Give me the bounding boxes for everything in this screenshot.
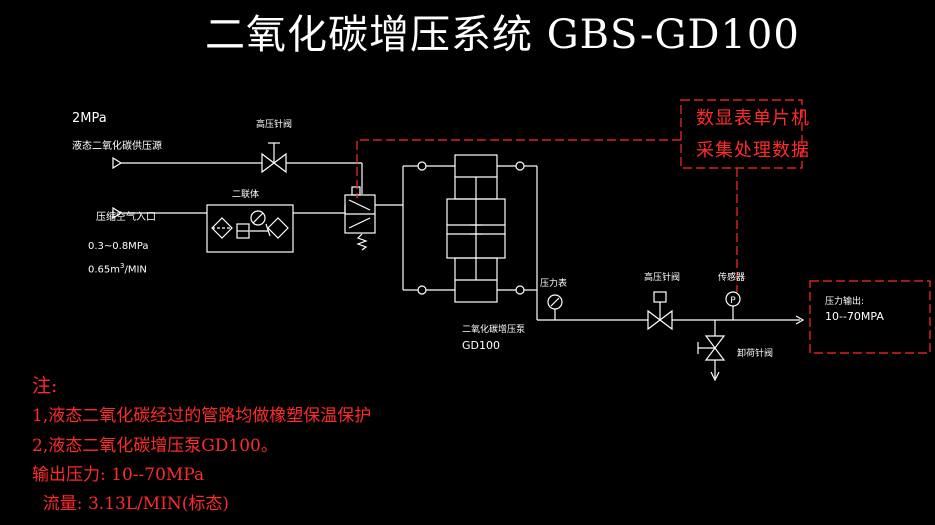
duplex-label: 二联体 (232, 190, 260, 200)
booster-pump-icon (446, 154, 506, 303)
note-line-1: 1,液态二氧化碳经过的管路均做橡塑保温保护 (32, 406, 372, 426)
hp-needle-valve-outlet-icon (647, 291, 673, 331)
co2-feed-line (112, 156, 363, 194)
air-inlet-label: 压缩空气入口 (96, 212, 156, 223)
air-pressure-label: 0.3~0.8MPa (88, 241, 149, 252)
hp-valve-top-label: 高压针阀 (256, 120, 293, 130)
hp-needle-valve-top-icon (261, 142, 287, 174)
hp-valve-outlet-label: 高压针阀 (644, 273, 681, 283)
co2-source-label: 液态二氧化碳供压源 (72, 141, 162, 152)
sensor-label: 传感器 (718, 273, 746, 283)
air-control-valve-icon (344, 186, 376, 251)
output-label: 压力输出: (825, 297, 865, 307)
sensor-symbol: P (730, 296, 736, 306)
relief-needle-valve-icon (697, 320, 726, 382)
check-valves (417, 161, 525, 295)
pump-model-label: GD100 (462, 339, 500, 352)
pump-name-label: 二氧化碳增压泵 (462, 325, 526, 335)
pressure-gauge-icon (547, 294, 563, 320)
daq-box-line1: 数显表单片机 (696, 108, 810, 129)
page-title: 二氧化碳增压系统 GBS-GD100 (205, 12, 800, 58)
duplex-frl-icon (206, 204, 294, 253)
pressure-sensor-icon (725, 291, 741, 320)
signal-lines (356, 99, 931, 354)
air-flow-label: 0.65m3/MIN (88, 262, 147, 276)
co2-pressure-label: 2MPa (72, 111, 107, 126)
notes-heading: 注: (32, 375, 58, 397)
note-line-3: 输出压力: 10--70MPa (32, 465, 205, 485)
relief-valve-label: 卸荷针阀 (737, 349, 774, 359)
output-value: 10--70MPA (825, 310, 884, 323)
pump-piping (375, 165, 805, 325)
daq-box-line2: 采集处理数据 (696, 140, 810, 161)
note-line-4: 流量: 3.13L/MIN(标态) (32, 494, 230, 514)
pressure-gauge-label: 压力表 (540, 279, 568, 289)
note-line-2: 2,液态二氧化碳增压泵GD100。 (32, 436, 278, 456)
